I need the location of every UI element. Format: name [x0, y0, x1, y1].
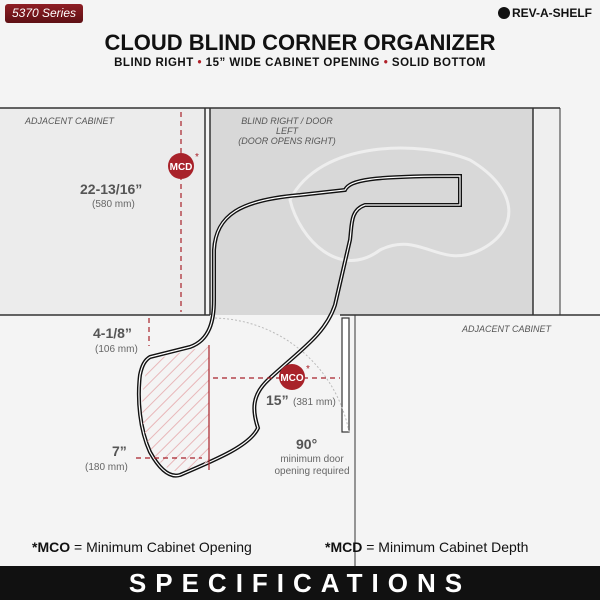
separator: • [383, 57, 389, 69]
mco-key: *MCO [32, 539, 71, 555]
cabinet-end [535, 108, 560, 315]
separator: • [197, 57, 202, 69]
adjacent-cabinet-right-label: ADJACENT CABINET [462, 324, 552, 334]
logo-icon [497, 7, 510, 19]
offset-mm: (106 mm) [95, 344, 138, 355]
width-dimension: 7” [112, 443, 127, 459]
brand-name: REV-A-SHELF [511, 6, 592, 20]
mcd-definition: = Minimum Cabinet Depth [362, 539, 529, 555]
subtitle-part: SOLID BOTTOM [391, 57, 486, 69]
specifications-banner: SPECIFICATIONS [0, 566, 600, 600]
note-line: opening required [274, 466, 350, 477]
label-line: (DOOR OPENS RIGHT) [238, 136, 336, 146]
cabinet-door [341, 317, 350, 433]
blind-cabinet [210, 108, 533, 315]
brand-logo: REV-A-SHELF [497, 6, 592, 20]
note-line: minimum door [280, 454, 344, 465]
mco-badge [279, 364, 305, 390]
opening-value: 15” [266, 392, 289, 408]
mcd-badge [168, 153, 194, 179]
mco-definition: = Minimum Cabinet Opening [70, 539, 252, 555]
subtitle: BLIND RIGHT • 15” WIDE CABINET OPENING •… [0, 57, 600, 69]
angle-dimension: 90° [296, 436, 318, 452]
hatched-area [142, 346, 209, 472]
subtitle-part: 15” WIDE CABINET OPENING [205, 57, 380, 69]
depth-dimension: 22-13/16” [80, 181, 143, 197]
opening-mm: (381 mm) [293, 397, 336, 408]
mcd-key: *MCD [325, 539, 363, 555]
asterisk: * [195, 152, 199, 163]
blind-cabinet-label: BLIND RIGHT / DOOR LEFT(DOOR OPENS RIGHT… [232, 116, 342, 146]
mco-badge-text: MCO [280, 373, 304, 384]
adjacent-cabinet-left [0, 108, 205, 315]
page-title: CLOUD BLIND CORNER ORGANIZER [104, 30, 496, 55]
mcd-badge-text: MCD [170, 162, 193, 173]
asterisk: * [306, 364, 310, 375]
offset-dimension: 4-1/8” [93, 325, 132, 341]
subtitle-part: BLIND RIGHT [114, 57, 194, 69]
width-mm: (180 mm) [85, 462, 128, 473]
depth-mm: (580 mm) [92, 199, 135, 210]
mcd-legend: *MCD = Minimum Cabinet Depth [325, 539, 528, 555]
opening-dimension: 15” (381 mm) [266, 392, 336, 410]
label-line: BLIND RIGHT / DOOR LEFT [241, 116, 333, 136]
series-badge: 5370 Series [5, 4, 83, 23]
mco-legend: *MCO = Minimum Cabinet Opening [32, 539, 252, 555]
adjacent-cabinet-left-label: ADJACENT CABINET [25, 116, 115, 126]
